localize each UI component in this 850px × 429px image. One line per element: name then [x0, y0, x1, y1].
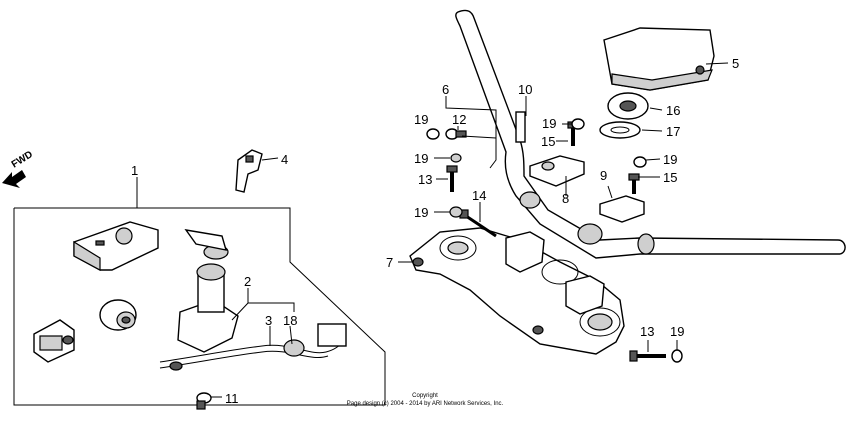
callout-8: 8 [562, 191, 569, 206]
callout-13a: 13 [418, 172, 432, 187]
callout-17: 17 [666, 124, 680, 139]
washer-19d-part [571, 118, 585, 130]
top-bridge-part [409, 227, 625, 355]
ignition-kit-outline [13, 207, 386, 406]
callout-3: 3 [265, 313, 272, 328]
callout-4: 4 [281, 152, 288, 167]
copyright-line-1: Copyright [412, 393, 438, 399]
leader-line-6b [461, 135, 497, 139]
washer-19e-part [633, 156, 647, 168]
leader-line-9 [607, 185, 613, 199]
leader-line-17 [641, 129, 663, 132]
callout-10: 10 [518, 82, 532, 97]
leader-line-4 [261, 157, 279, 161]
screw-11-part [196, 392, 212, 410]
washer-17-part [599, 121, 641, 139]
washer-19f-part [671, 349, 683, 363]
leader-line-16 [649, 107, 663, 111]
washer-19b-part [450, 153, 462, 163]
callout-18: 18 [283, 313, 297, 328]
holder-8-part [529, 155, 585, 187]
callout-19f: 19 [670, 324, 684, 339]
bolt-13b-part [629, 350, 666, 362]
callout-13b: 13 [640, 324, 654, 339]
callout-9: 9 [600, 168, 607, 183]
callout-19a: 19 [414, 112, 428, 127]
callout-19b: 19 [414, 151, 428, 166]
callout-1: 1 [131, 163, 138, 178]
fwd-arrow-icon [2, 170, 26, 188]
copyright-line-2: Page design (c) 2004 - 2014 by ARI Netwo… [347, 401, 504, 407]
washer-19a-part [426, 128, 440, 140]
callout-14: 14 [472, 188, 486, 203]
screw-12-part [445, 128, 467, 140]
callout-7: 7 [386, 255, 393, 270]
fwd-label: FWD [10, 149, 35, 170]
holder-9-part [599, 195, 645, 223]
helmet-lock-part [33, 319, 75, 363]
callout-12: 12 [452, 112, 466, 127]
callout-11: 11 [225, 391, 239, 406]
bolt-15b-part [628, 173, 640, 194]
key-part [235, 149, 263, 193]
callout-6: 6 [442, 82, 449, 97]
seat-lock-part [73, 221, 159, 272]
leader-line-2 [247, 288, 295, 312]
nut-16-part [607, 92, 649, 120]
callout-19d: 19 [542, 116, 556, 131]
callout-16: 16 [666, 103, 680, 118]
callout-5: 5 [732, 56, 739, 71]
handlebar-part [455, 9, 846, 259]
callout-19c: 19 [414, 205, 428, 220]
callout-2: 2 [244, 274, 251, 289]
callout-15b: 15 [663, 170, 677, 185]
leader-line-5 [705, 62, 729, 65]
leader-line-18 [289, 325, 293, 345]
leader-line-6 [445, 96, 497, 169]
washer-19c-part [449, 206, 463, 218]
ignition-switch-part [159, 229, 347, 371]
callout-19e: 19 [663, 152, 677, 167]
bolt-13a-part [446, 165, 458, 192]
callout-15a: 15 [541, 134, 555, 149]
lock-cylinder-part [99, 299, 137, 331]
leader-line-2b [231, 302, 249, 321]
top-cover-part [603, 27, 715, 91]
leader-line-19e [645, 158, 661, 161]
